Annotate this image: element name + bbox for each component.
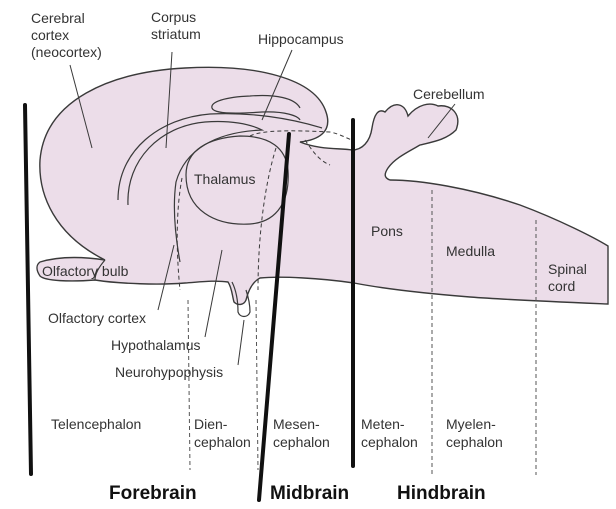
cerebral-cortex-label: Cerebral cortex (neocortex) xyxy=(31,10,102,60)
ventricle-outline xyxy=(117,113,323,201)
internal-dashed-boundaries xyxy=(176,130,353,291)
corpus-striatum-line-1: Corpus xyxy=(151,9,196,25)
mesencephalon-line-2: cephalon xyxy=(273,434,330,450)
neurohypophysis-outline xyxy=(231,281,251,318)
hindbrain-label: Hindbrain xyxy=(397,483,486,504)
metencephalon-line-1: Meten- xyxy=(361,416,405,432)
cerebral-cortex-line-3: (neocortex) xyxy=(31,44,102,60)
leader-lines xyxy=(69,49,456,366)
mesencephalon-label: Mesen- cephalon xyxy=(273,416,330,450)
corpus-striatum-line-2: striatum xyxy=(151,26,201,42)
mesencephalon-line-1: Mesen- xyxy=(273,416,320,432)
myelencephalon-label: Myelen- cephalon xyxy=(446,416,503,450)
forebrain-left-divider xyxy=(23,103,33,476)
corpus-striatum-outline xyxy=(127,120,265,263)
pons-label: Pons xyxy=(371,223,403,239)
metencephalon-label: Meten- cephalon xyxy=(361,416,418,450)
corpus-striatum-label: Corpus striatum xyxy=(151,9,201,42)
myelencephalon-line-1: Myelen- xyxy=(446,416,496,432)
thalamus-label: Thalamus xyxy=(194,171,255,187)
telencephalon-label: Telencephalon xyxy=(51,416,141,432)
forebrain-label: Forebrain xyxy=(109,483,197,504)
myelencephalon-line-2: cephalon xyxy=(446,434,503,450)
olfactory-cortex-label: Olfactory cortex xyxy=(48,310,146,326)
spinal-cord-label: Spinal cord xyxy=(548,261,591,294)
brain-silhouette xyxy=(36,66,609,306)
diencephalon-label: Dien- cephalon xyxy=(194,416,251,450)
metencephalon-line-2: cephalon xyxy=(361,434,418,450)
division-guide-lines xyxy=(187,190,537,475)
diencephalon-line-1: Dien- xyxy=(194,416,228,432)
olfactory-bulb-outline xyxy=(94,259,106,281)
diencephalon-line-2: cephalon xyxy=(194,434,251,450)
forebrain-midbrain-divider xyxy=(257,132,291,502)
olfactory-bulb-label: Olfactory bulb xyxy=(42,263,129,279)
midbrain-label: Midbrain xyxy=(270,483,349,504)
hypothalamus-label: Hypothalamus xyxy=(111,337,201,353)
hippocampus-outline xyxy=(211,94,301,121)
neurohypophysis-label: Neurohypophysis xyxy=(115,364,223,380)
medulla-label: Medulla xyxy=(446,243,495,259)
cerebral-cortex-line-2: cortex xyxy=(31,27,69,43)
hippocampus-label: Hippocampus xyxy=(258,31,344,47)
spinal-cord-line-1: Spinal xyxy=(548,261,587,277)
cerebral-cortex-line-1: Cerebral xyxy=(31,10,85,26)
spinal-cord-line-2: cord xyxy=(548,278,575,294)
region-dividers xyxy=(23,103,355,502)
cerebellum-label: Cerebellum xyxy=(413,86,485,102)
